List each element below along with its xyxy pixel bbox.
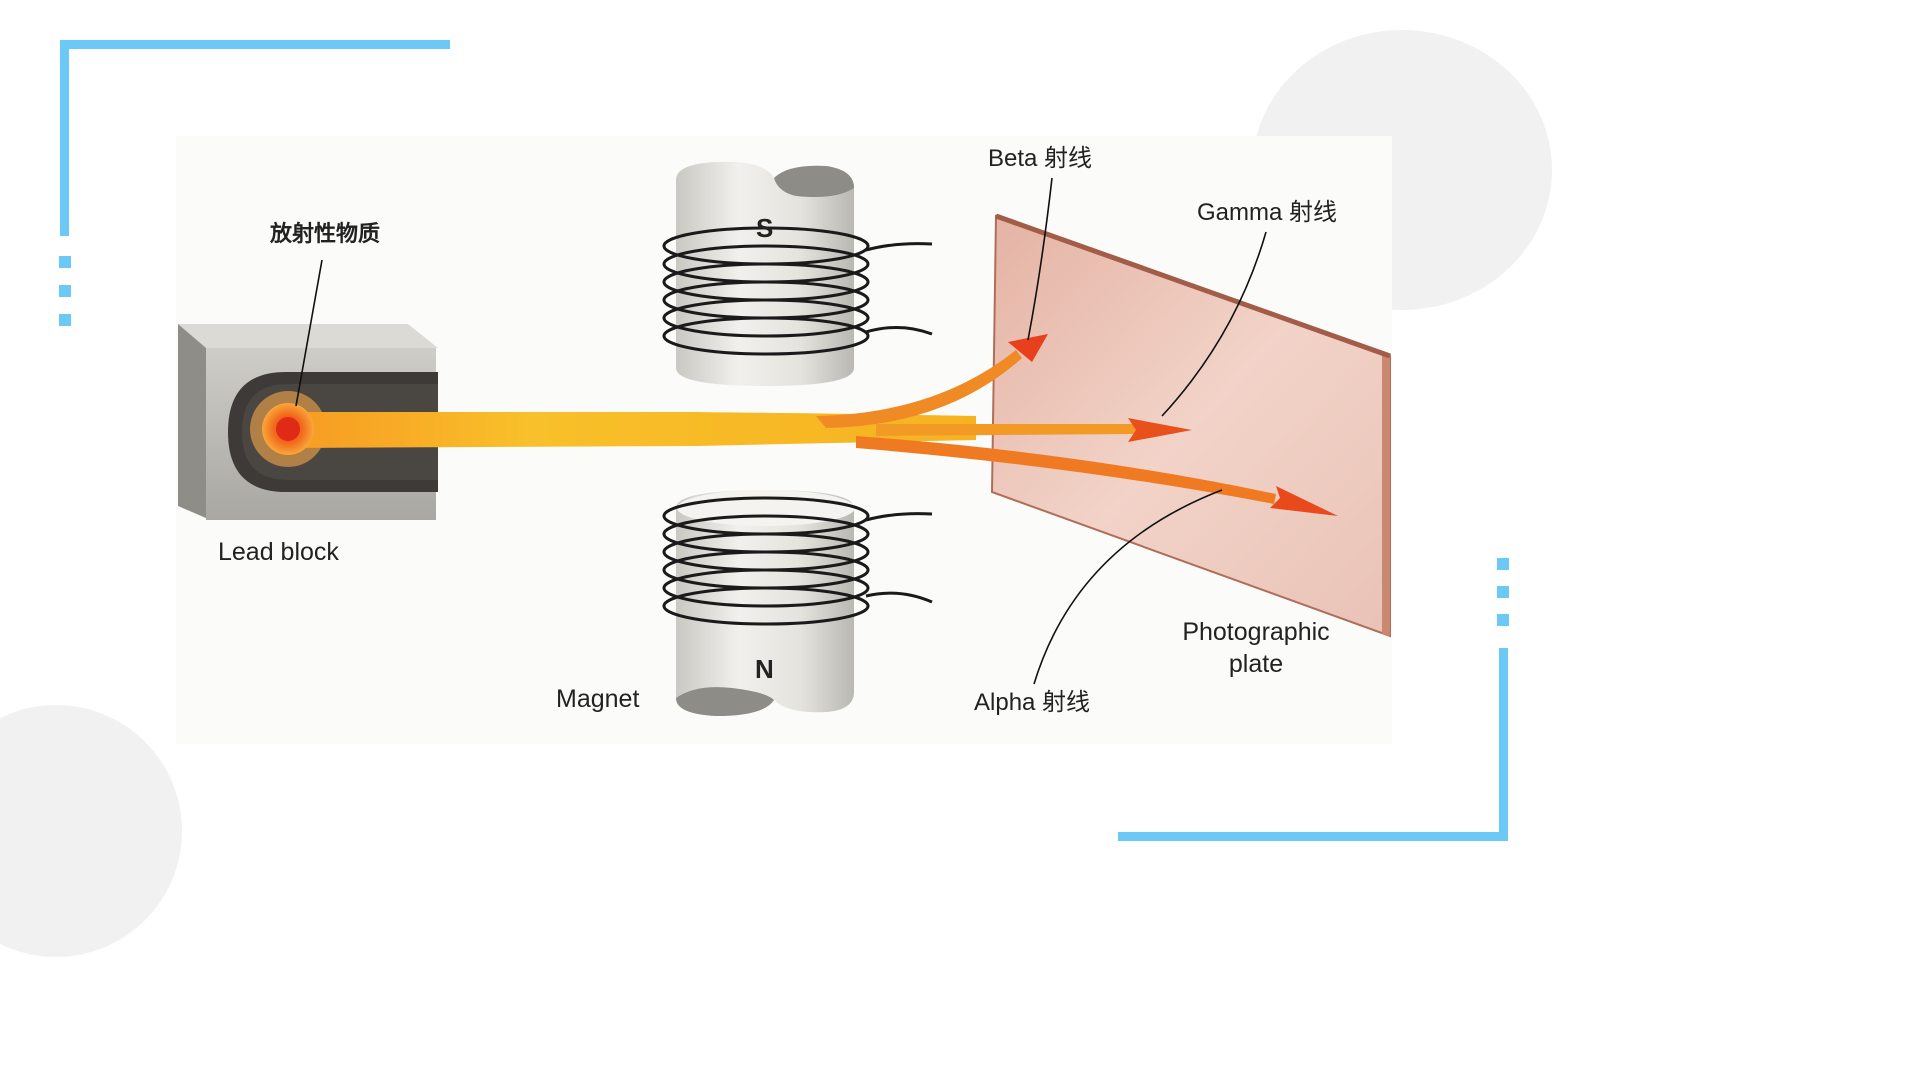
frame-dot [1497, 586, 1509, 598]
label-pole-s: S [756, 213, 773, 243]
label-pole-n: N [755, 654, 774, 684]
radiation-beam [286, 412, 976, 448]
frame-dot [1497, 614, 1509, 626]
leader-source [295, 259, 323, 407]
label-radioactive-substance: 放射性物质 [269, 221, 380, 247]
leader-lines [295, 177, 1267, 685]
leader-beta [1027, 177, 1053, 341]
frame-bottom-right-v [1499, 648, 1508, 841]
label-lead-block: Lead block [218, 538, 339, 566]
magnet-coil [662, 226, 933, 356]
diagram-svg: 放射性物质 Lead block Magnet S N Beta 射线 Gamm… [178, 145, 1391, 716]
frame-bottom-right-h [1118, 832, 1508, 841]
gamma-ray [876, 418, 1192, 442]
alpha-ray [856, 436, 1338, 516]
frame-dot [59, 314, 71, 326]
magnet-coil [662, 496, 933, 626]
frame-dot [1497, 558, 1509, 570]
photographic-plate [990, 213, 1391, 638]
label-beta-ray: Beta 射线 [988, 145, 1092, 172]
magnet-north-pole [662, 490, 933, 716]
label-alpha-ray: Alpha 射线 [974, 689, 1090, 716]
beta-ray [816, 334, 1048, 428]
radioactive-source [262, 403, 314, 455]
label-plate: plate [1229, 650, 1283, 678]
frame-dot [59, 256, 71, 268]
frame-dot [59, 285, 71, 297]
frame-top-left-v [60, 40, 69, 236]
leader-gamma [1161, 231, 1267, 417]
label-photographic: Photographic [1182, 618, 1329, 646]
radiation-deflection-diagram: 放射性物质 Lead block Magnet S N Beta 射线 Gamm… [176, 136, 1392, 744]
leader-alpha [1033, 489, 1223, 685]
magnet-south-pole [662, 161, 933, 386]
frame-top-left-h [60, 40, 450, 49]
label-gamma-ray: Gamma 射线 [1197, 199, 1337, 226]
label-magnet: Magnet [556, 685, 639, 713]
decor-circle-bottom-left [0, 705, 182, 957]
